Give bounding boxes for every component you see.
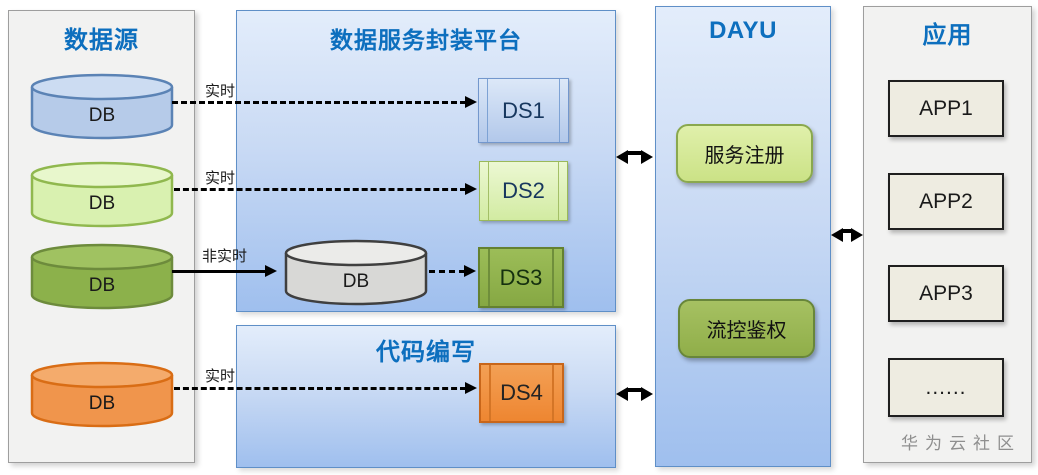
ds2-box: DS2 <box>479 161 568 221</box>
flow-arrow-non-realtime <box>172 265 277 277</box>
service-register-box: 服务注册 <box>676 124 813 183</box>
flow-arrow-realtime-4 <box>174 382 477 394</box>
db-cylinder-light-green: DB <box>30 161 174 228</box>
flow-label-realtime-2: 实时 <box>205 170 236 187</box>
flow-arrow-realtime-1 <box>172 96 477 108</box>
ds4-box: DS4 <box>479 363 564 423</box>
double-arrow-coding-dayu <box>616 387 653 401</box>
flow-label-realtime-4: 实时 <box>205 368 236 385</box>
app2-box: APP2 <box>888 173 1004 230</box>
platform-panel-title: 数据服务封装平台 <box>330 27 522 53</box>
platform-panel: 数据服务封装平台 DS1 DS2 DS3 DB <box>236 10 616 312</box>
db-cylinder-green: DB <box>30 243 174 310</box>
datasource-panel-title: 数据源 <box>64 27 139 54</box>
apps-panel-title: 应用 <box>922 22 973 49</box>
ds1-box: DS1 <box>478 78 569 143</box>
db-cylinder-blue: DB <box>30 73 174 140</box>
app-more-box: ...... <box>888 358 1004 417</box>
db-label: DB <box>89 105 115 126</box>
app1-box: APP1 <box>888 80 1004 137</box>
flow-control-auth-box: 流控鉴权 <box>678 299 815 358</box>
dayu-panel-title: DAYU <box>709 17 777 44</box>
coding-panel: 代码编写 DS4 <box>236 325 616 468</box>
db-cylinder-gray: DB <box>284 239 428 306</box>
coding-panel-title: 代码编写 <box>376 339 476 366</box>
flow-label-non-realtime: 非实时 <box>202 248 248 265</box>
flow-arrow-db-to-ds3 <box>429 265 476 277</box>
db-label: DB <box>89 193 115 214</box>
db-label: DB <box>89 393 115 414</box>
flow-label-realtime-1: 实时 <box>205 83 236 100</box>
flow-arrow-realtime-2 <box>174 183 477 195</box>
apps-panel: 应用 APP1 APP2 APP3 ...... 华为云社区 <box>863 6 1032 463</box>
watermark-text: 华为云社区 <box>901 434 1021 453</box>
datasource-panel: 数据源 DB DB DB DB <box>8 10 195 463</box>
double-arrow-platform-dayu <box>616 150 653 164</box>
dayu-panel: DAYU 服务注册 流控鉴权 <box>655 6 831 467</box>
db-label: DB <box>343 271 369 292</box>
double-arrow-dayu-apps <box>831 228 863 242</box>
ds3-box: DS3 <box>478 247 564 308</box>
db-cylinder-orange: DB <box>30 361 174 428</box>
db-label: DB <box>89 275 115 296</box>
app3-box: APP3 <box>888 265 1004 322</box>
